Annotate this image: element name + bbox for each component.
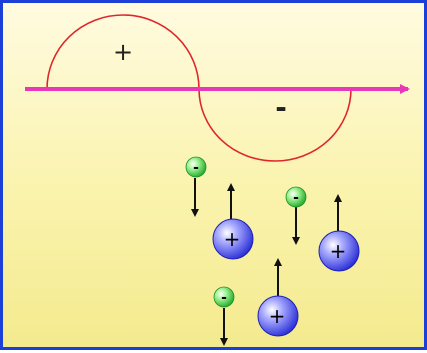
positive-half-label: + [113,38,133,66]
positive-charge: + [318,230,360,272]
wave-positive-half [46,14,200,90]
svg-text:+: + [330,239,347,263]
svg-text:-: - [221,290,227,306]
svg-text:+: + [224,227,241,251]
svg-text:-: - [193,160,199,176]
diagram-canvas: + - - - - + + + [25,14,410,346]
negative-charge: - [213,286,235,308]
positive-charge: + [257,295,299,337]
svg-text:+: + [269,304,286,328]
negative-half-label: - [275,91,287,124]
svg-text:-: - [293,190,299,206]
wave-negative-half [198,88,352,162]
negative-charge: - [185,156,207,178]
positive-charge: + [212,218,254,260]
negative-charge: - [285,186,307,208]
